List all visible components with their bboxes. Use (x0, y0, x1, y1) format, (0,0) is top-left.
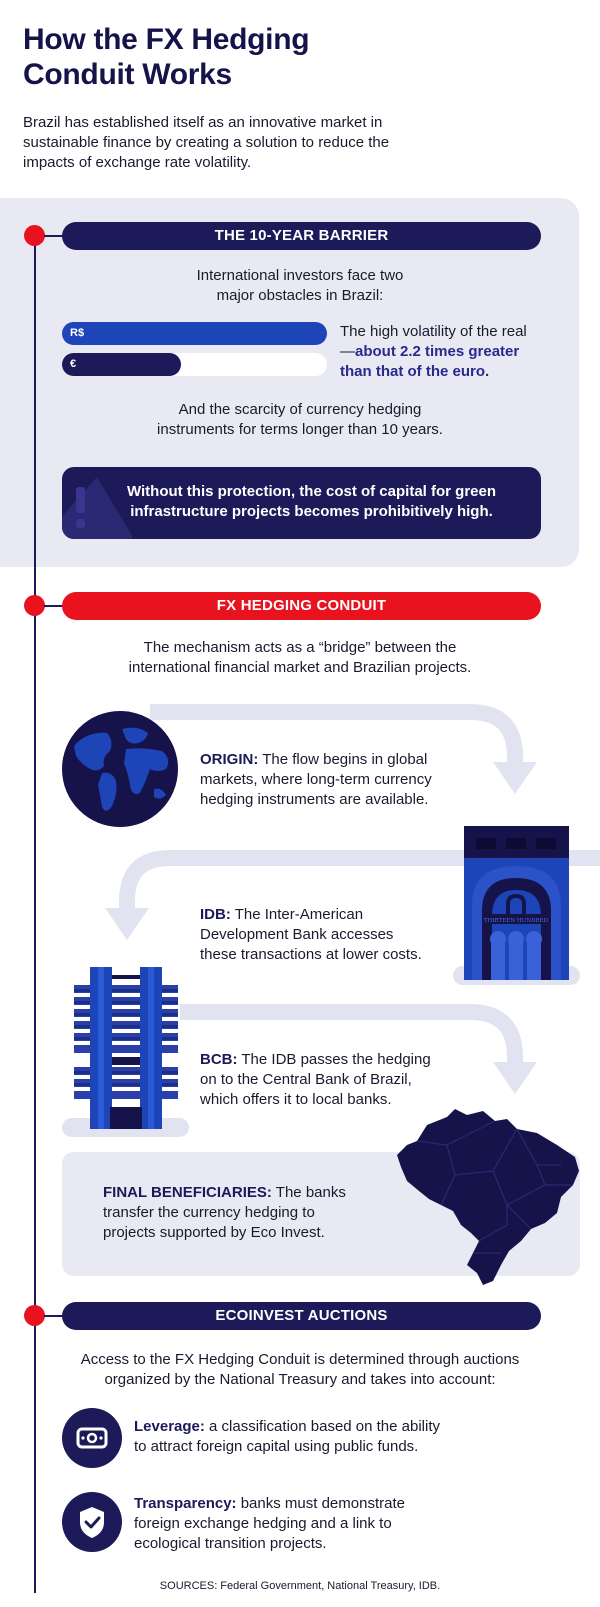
transparency-text-3: ecological transition projects. (134, 1535, 327, 1552)
warning-line-1: Without this protection, the cost of cap… (126, 483, 497, 500)
idb-text-1: The Inter-American (230, 906, 364, 923)
idb-text-3: these transactions at lower costs. (200, 946, 422, 963)
bar-euro: € (62, 353, 181, 376)
leverage-text-1: a classification based on the ability (204, 1418, 441, 1435)
bcb-text-1: The IDB passes the hedging (237, 1051, 431, 1068)
bcb-label: BCB: (200, 1051, 238, 1068)
money-icon (76, 1427, 108, 1449)
final-text-2: transfer the currency hedging to (103, 1204, 315, 1221)
barrier-lead-line-2: major obstacles in Brazil: (216, 287, 384, 304)
auctions-lead-line-2: organized by the National Treasury and t… (104, 1371, 496, 1388)
timeline-connector (44, 1315, 64, 1317)
scarcity-line-1: And the scarcity of currency hedging (178, 401, 422, 418)
conduit-lead-line-2: international financial market and Brazi… (128, 659, 472, 676)
globe-icon (62, 711, 178, 827)
intro-text: Brazil has established itself as an inno… (23, 114, 390, 171)
idb-line-1: IDB: The Inter-American (200, 905, 460, 925)
bcb-text-3: which offers it to local banks. (200, 1091, 392, 1108)
sources-note: SOURCES: Federal Government, National Tr… (159, 1580, 441, 1592)
final-text-3: projects supported by Eco Invest. (103, 1224, 325, 1241)
transparency-icon-circle (62, 1492, 122, 1552)
conduit-header: FX HEDGING CONDUIT (62, 592, 541, 620)
leverage-icon-circle (62, 1408, 122, 1468)
idb-label: IDB: (200, 906, 231, 923)
barrier-header: THE 10-YEAR BARRIER (62, 222, 541, 250)
page-title: How the FX Hedging Conduit Works (23, 22, 310, 92)
leverage-text: Leverage: a classification based on the … (134, 1417, 554, 1457)
leverage-label: Leverage: (134, 1418, 205, 1435)
volatility-line-3: than that of the euro. (340, 363, 490, 380)
bar-euro-track: € (62, 353, 327, 376)
timeline-dot-barrier (24, 225, 45, 246)
final-label: FINAL BENEFICIARIES: (103, 1184, 272, 1201)
bcb-line-1: BCB: The IDB passes the hedging (200, 1050, 460, 1070)
transparency-line-1: Transparency: banks must demonstrate (134, 1494, 554, 1514)
transparency-text-2: foreign exchange hedging and a link to (134, 1515, 392, 1532)
timeline-dot-conduit (24, 595, 45, 616)
transparency-text: Transparency: banks must demonstrate for… (134, 1494, 554, 1554)
transparency-label: Transparency: (134, 1495, 237, 1512)
final-text-1: The banks (271, 1184, 346, 1201)
leverage-text-2: to attract foreign capital using public … (134, 1438, 419, 1455)
origin-line-1: ORIGIN: The flow begins in global (200, 750, 470, 770)
barrier-lead-line-1: International investors face two (196, 267, 404, 284)
bar-real-track: R$ (62, 322, 327, 345)
central-bank-building-icon (74, 967, 178, 1129)
scarcity-line-2: instruments for terms longer than 10 yea… (157, 421, 443, 438)
step-origin: ORIGIN: The flow begins in global market… (200, 750, 470, 810)
volatility-highlight-1: about 2.2 times greater (355, 343, 520, 360)
exclamation-icon (62, 477, 132, 539)
step-bcb: BCB: The IDB passes the hedging on to th… (200, 1050, 460, 1110)
conduit-lead-line-1: The mechanism acts as a “bridge” between… (143, 639, 457, 656)
scarcity-text: And the scarcity of currency hedging ins… (80, 400, 520, 440)
shield-check-icon (80, 1507, 104, 1538)
volatility-prefix: — (340, 343, 355, 360)
building-inscription: THIRTEEN HUNDRED (484, 918, 549, 924)
final-line-1: FINAL BENEFICIARIES: The banks (103, 1183, 373, 1203)
title-line-1: How the FX Hedging (23, 23, 310, 56)
transparency-text-1: banks must demonstrate (236, 1495, 405, 1512)
flow-arrows (105, 704, 600, 1094)
timeline-line (34, 238, 36, 1593)
warning-text: Without this protection, the cost of cap… (82, 482, 541, 522)
origin-text-3: hedging instruments are available. (200, 791, 429, 808)
step-idb: IDB: The Inter-American Development Bank… (200, 905, 460, 965)
origin-label: ORIGIN: (200, 751, 259, 768)
auctions-header: ECOINVEST AUCTIONS (62, 1302, 541, 1330)
auctions-lead: Access to the FX Hedging Conduit is dete… (50, 1350, 550, 1390)
volatility-line-1: The high volatility of the real (340, 323, 527, 340)
bcb-text-2: on to the Central Bank of Brazil, (200, 1071, 412, 1088)
timeline-connector (44, 605, 64, 607)
bar-real: R$ (62, 322, 327, 345)
timeline-dot-auctions (24, 1305, 45, 1326)
barrier-lead: International investors face two major o… (100, 266, 500, 306)
origin-text-1: The flow begins in global (258, 751, 428, 768)
step-final: FINAL BENEFICIARIES: The banks transfer … (103, 1183, 373, 1243)
idb-text-2: Development Bank accesses (200, 926, 394, 943)
timeline-connector (44, 235, 64, 237)
warning-box: Without this protection, the cost of cap… (62, 467, 541, 539)
origin-text-2: markets, where long-term currency (200, 771, 432, 788)
bank-building-icon: THIRTEEN HUNDRED (464, 826, 569, 980)
auctions-lead-line-1: Access to the FX Hedging Conduit is dete… (80, 1351, 520, 1368)
volatility-line-2: —about 2.2 times greater (340, 342, 565, 362)
leverage-line-1: Leverage: a classification based on the … (134, 1417, 554, 1437)
warning-line-2: infrastructure projects becomes prohibit… (130, 503, 493, 520)
title-line-2: Conduit Works (23, 58, 232, 91)
brazil-map-icon (397, 1109, 579, 1285)
volatility-text: The high volatility of the real —about 2… (340, 322, 565, 382)
conduit-lead: The mechanism acts as a “bridge” between… (70, 638, 530, 678)
